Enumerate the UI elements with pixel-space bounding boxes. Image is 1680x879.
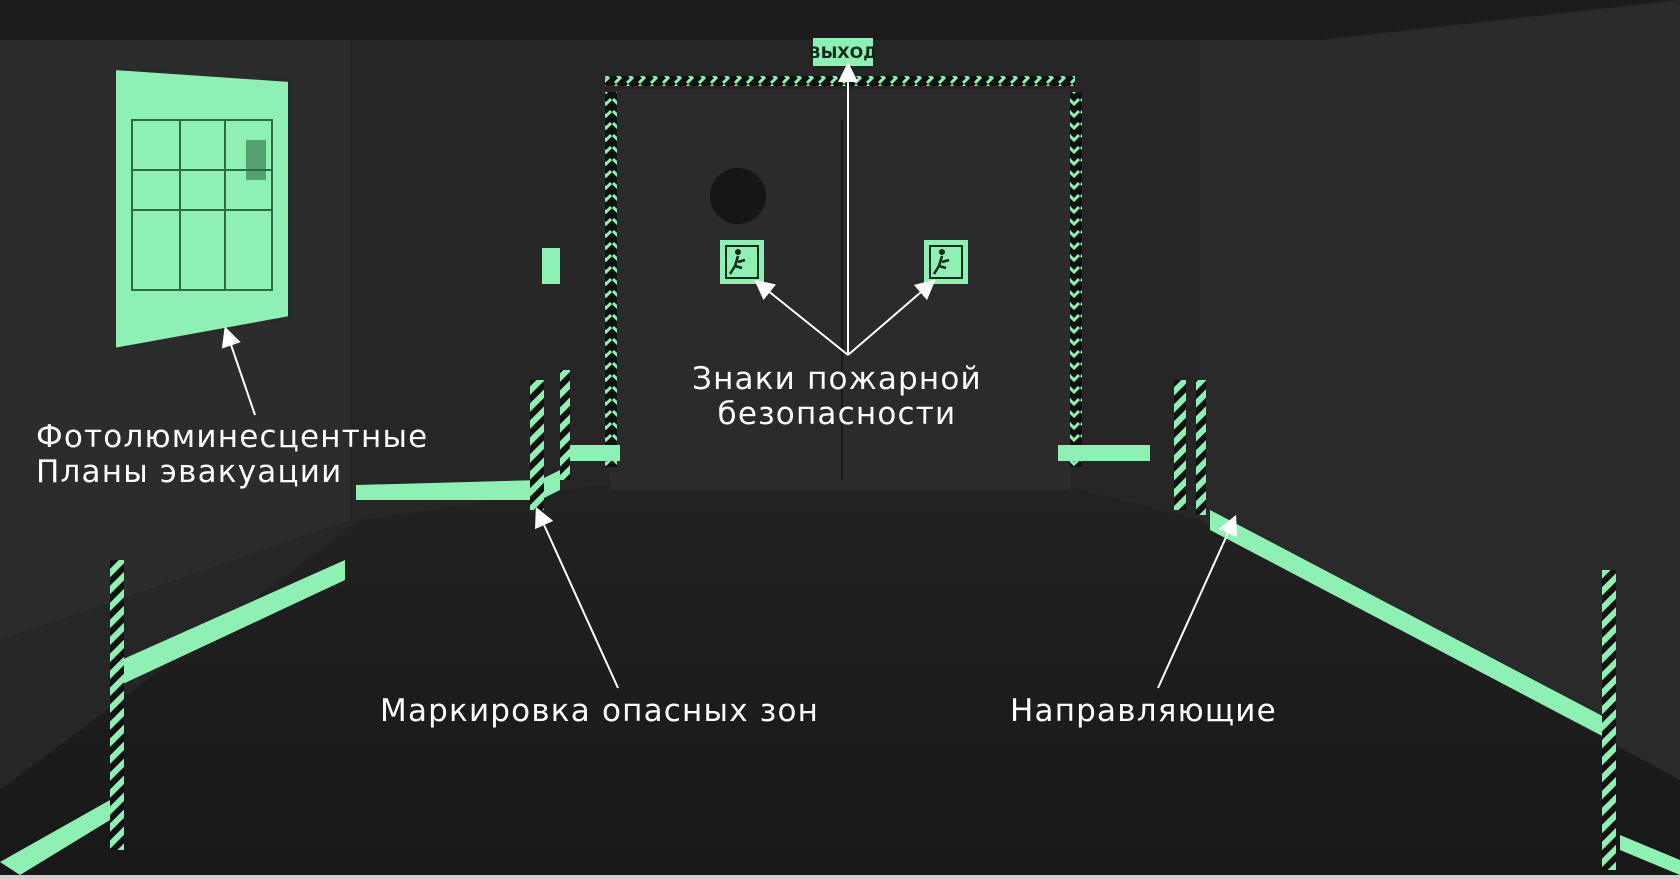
hazard-tape-left-corner-2: [560, 370, 570, 480]
hazard-tape-right-corner-2: [1196, 380, 1206, 515]
door-window: [710, 168, 766, 224]
door-frame-top-tape: [605, 76, 1075, 86]
arrow-to-hazard: [535, 506, 619, 689]
left-corner-strip: [540, 470, 560, 500]
left-guide-strip: [110, 560, 345, 690]
exit-sign-text: ВЫХОД: [809, 43, 878, 62]
label-hazard-marking: Маркировка опасных зон: [380, 693, 820, 729]
label-signs-line2: безопасности: [717, 396, 957, 432]
hazard-tape-right-corner: [1174, 380, 1186, 510]
running-man-sign-right: [924, 240, 968, 284]
arrow-to-guides: [1157, 514, 1238, 689]
double-door: [610, 90, 1070, 490]
hazard-tape-left-corner: [530, 380, 544, 510]
left-guide-strip-lower: [0, 800, 110, 875]
label-fire-safety-signs: Знаки пожарной безопасности: [692, 362, 982, 432]
arrow-to-right-sign: [847, 279, 936, 356]
label-plans-line1: Фотолюминесцентные: [36, 419, 429, 455]
left-inner-guide-strip: [356, 480, 540, 500]
hazard-tape-right-wall: [1602, 570, 1616, 870]
floor: [0, 485, 1680, 875]
label-plans-line2: Планы эвакуации: [36, 454, 343, 490]
right-door-strip: [1058, 445, 1150, 461]
wall-exit-sign: [542, 248, 560, 284]
running-man-sign-left: [720, 240, 764, 284]
exit-sign: [813, 38, 873, 66]
right-guide-strip-lower: [1620, 835, 1680, 875]
door-frame-left-tape: [605, 92, 617, 467]
label-signs-line1: Знаки пожарной: [692, 361, 982, 397]
right-guide-strip: [1210, 510, 1610, 740]
label-evacuation-plans: Фотолюминесцентные Планы эвакуации: [36, 420, 428, 490]
left-door-strip: [560, 445, 620, 461]
arrow-to-left-sign: [754, 279, 849, 356]
door-frame-right-tape: [1070, 92, 1082, 467]
arrow-to-plan: [221, 326, 256, 416]
hazard-tape-left-wall: [110, 560, 124, 850]
evacuation-plan: [112, 65, 292, 353]
label-guides: Направляющие: [1010, 693, 1277, 729]
